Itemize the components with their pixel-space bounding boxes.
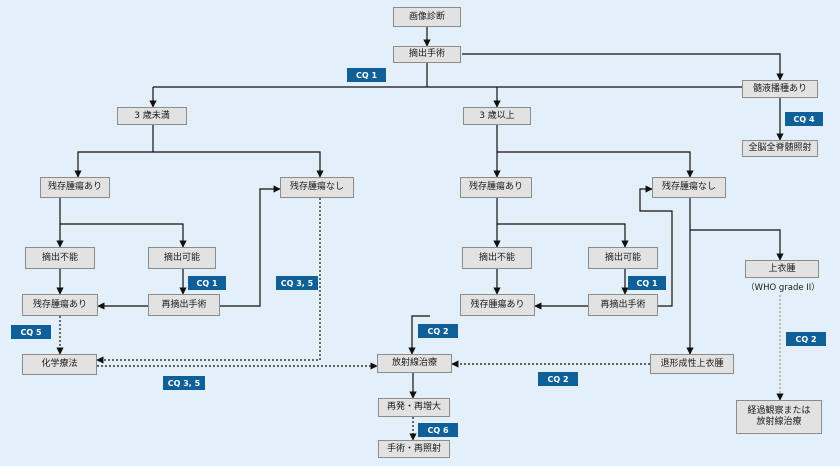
node-csf-dissemination: 髄液播種あり: [742, 80, 818, 98]
edge-resection-dissemination: [462, 53, 784, 81]
node-observation-line1: 経過観察または: [747, 406, 811, 417]
node-radiotherapy: 放射線治療: [377, 354, 452, 373]
node-u3-residual: 残存腫瘍あり: [40, 177, 110, 198]
edge-split-dissemination: [497, 80, 781, 88]
node-o3-reresection: 再摘出手術: [588, 294, 658, 316]
cq-badge-5: CQ 5: [11, 325, 51, 339]
node-u3-reresection: 再摘出手術: [148, 294, 220, 316]
cq-badge-2-lower: CQ 2: [538, 372, 578, 386]
edge-over3-noresidual: [497, 151, 694, 178]
label-who-grade: （WHO grade II）: [746, 283, 820, 293]
node-o3-residual: 残存腫瘍あり: [460, 177, 532, 198]
cq-badge-1-left: CQ 1: [188, 276, 226, 290]
node-observation-line2: 放射線治療: [756, 417, 802, 427]
node-whole-craniospinal-rt: 全脳全脊髄照射: [742, 140, 818, 157]
node-u3-unresectable: 摘出不能: [25, 247, 95, 269]
node-o3-residual2: 残存腫瘍あり: [460, 294, 535, 316]
node-chemotherapy: 化学療法: [22, 354, 97, 375]
cq-badge-6: CQ 6: [418, 423, 458, 437]
node-u3-resectable: 摘出可能: [148, 247, 216, 269]
edge-under3-split: [74, 125, 154, 178]
edge-under3-noresidual: [153, 151, 324, 178]
edge-o3reresection-noresidual: [639, 185, 673, 307]
cq-badge-35-lower: CQ 3, 5: [163, 376, 205, 390]
cq-badge-2-right: CQ 2: [786, 332, 826, 346]
node-over3: 3 歳以上: [463, 107, 531, 125]
node-o3-unresectable: 摘出不能: [462, 247, 532, 269]
cq-badge-35-upper: CQ 3, 5: [276, 276, 318, 290]
cq-badge-1-right: CQ 1: [628, 276, 666, 290]
edge-u3residual-split: [59, 198, 187, 248]
edge-o3noresidual-ependymoma: [690, 229, 784, 261]
node-o3-resectable: 摘出可能: [588, 247, 658, 269]
cq-badge-4: CQ 4: [785, 112, 823, 126]
edge-split-over3: [427, 86, 501, 108]
edge-o3residual2-radiotherapy: [408, 315, 430, 355]
node-imaging: 画像診断: [393, 7, 461, 27]
edge-split-under3: [153, 86, 427, 107]
node-resection: 摘出手術: [393, 46, 461, 63]
node-anaplastic: 退形成性上衣腫: [650, 354, 734, 374]
edge-u3noresidual-chemo: [96, 198, 321, 364]
node-under3: 3 歳未満: [117, 107, 187, 125]
edge-o3residual-split: [496, 198, 629, 248]
node-observation: 経過観察または 放射線治療: [736, 400, 822, 434]
edge-u3reresection-noresidual: [220, 185, 281, 307]
node-u3-residual2: 残存腫瘍あり: [22, 294, 98, 316]
cq-badge-2-center: CQ 2: [418, 324, 458, 338]
node-o3-no-residual: 残存腫瘍なし: [652, 177, 726, 198]
node-recurrence: 再発・再増大: [378, 398, 450, 417]
node-surgery-reirradiation: 手術・再照射: [378, 440, 450, 458]
node-u3-no-residual: 残存腫瘍なし: [280, 177, 354, 198]
cq-badge-1-main: CQ 1: [347, 68, 386, 82]
node-ependymoma: 上衣腫: [745, 260, 819, 278]
